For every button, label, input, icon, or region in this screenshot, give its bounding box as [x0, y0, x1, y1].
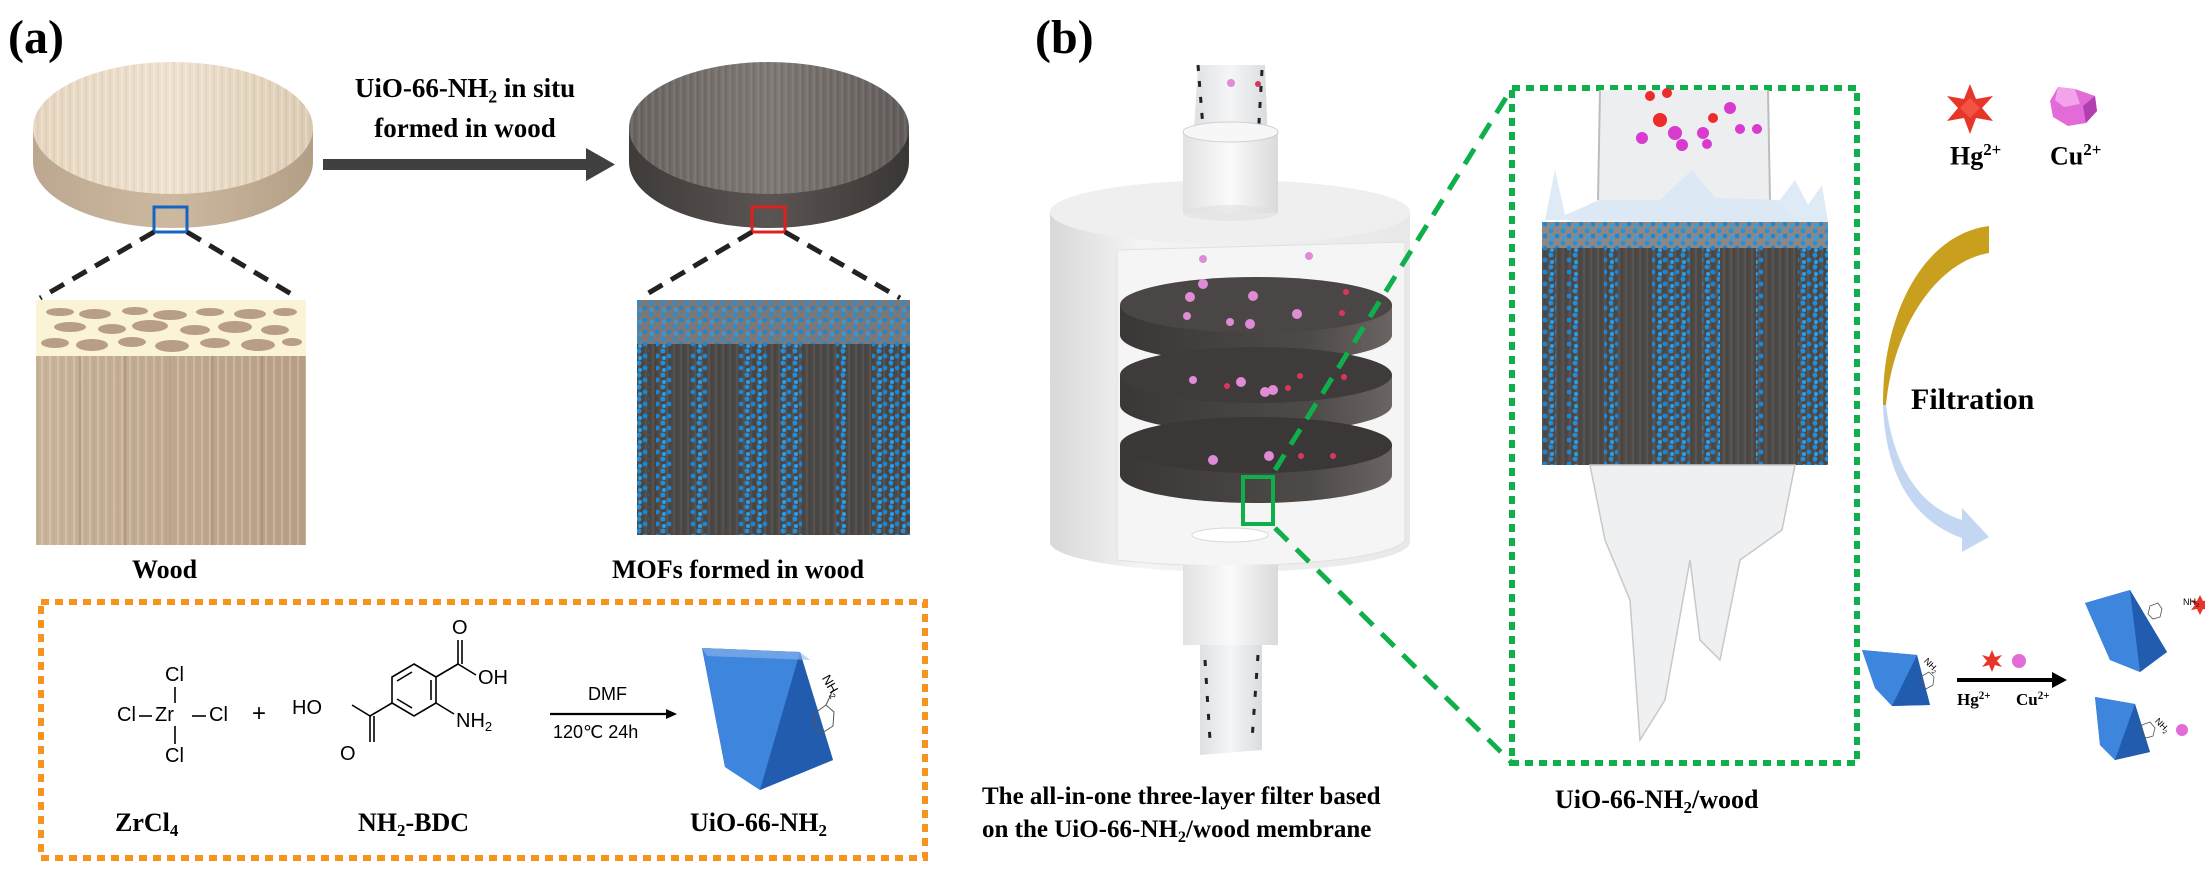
bdc-o-bottom: O — [340, 743, 356, 765]
nh2-bdc-name: NH2-BDC — [358, 808, 470, 841]
membrane-detail-box — [1509, 85, 1860, 766]
membrane-detail — [1542, 88, 1828, 743]
zrcl4-cl-right: Cl — [209, 704, 228, 726]
filter-caption: The all-in-one three-layer filter based … — [982, 780, 1381, 854]
synthesis-arrow — [550, 709, 677, 719]
bdc-oh-top: OH — [478, 667, 508, 689]
adsorption-hg-label: Hg2+ — [1957, 690, 1991, 710]
mof-zoom-marker — [750, 205, 787, 234]
mof-wood-disk — [629, 62, 909, 228]
bdc-nh2: NH2 — [456, 710, 493, 734]
membrane-zoom-lines — [1272, 86, 1515, 765]
filter-caption-line2: on the UiO-66-NH2/wood membrane — [982, 816, 1372, 846]
membrane-label: UiO-66-NH2/wood — [1555, 785, 1759, 818]
wood-block — [36, 300, 306, 545]
filter-housing — [1050, 64, 1410, 755]
zrcl4-cl-top: Cl — [165, 664, 184, 686]
legend-cu-label: Cu2+ — [2050, 140, 2102, 171]
adsorption-scheme — [1862, 590, 2205, 760]
mof-block — [637, 300, 910, 535]
hg-star-icon — [1947, 84, 1993, 134]
bdc-o-top: O — [452, 617, 468, 639]
adsorption-cu-label: Cu2+ — [2016, 690, 2050, 710]
wood-label: Wood — [132, 555, 198, 584]
wood-zoom-lines — [38, 229, 300, 301]
panel-b-label: (b) — [1035, 11, 1094, 64]
transformation-arrow — [323, 148, 615, 181]
filtration-arrow — [1882, 226, 1989, 552]
cu-polyhedron-icon — [2050, 87, 2097, 126]
mof-wood-label: MOFs formed in wood — [612, 555, 865, 584]
solvent-label: DMF — [588, 684, 627, 704]
wood-disk — [33, 62, 313, 228]
synthesis-step-caption: UiO-66-NH2 in situ formed in wood — [345, 72, 585, 144]
zrcl4-zr: Zr — [155, 704, 174, 726]
wood-zoom-marker — [152, 205, 189, 234]
bdc-ho-left: HO — [292, 697, 322, 719]
legend-hg-label: Hg2+ — [1950, 140, 2002, 171]
synthesis-caption-line2: formed in wood — [374, 113, 556, 144]
panel-a-label: (a) — [8, 11, 64, 64]
mof-zoom-lines — [638, 229, 902, 301]
plus-sign: + — [252, 700, 267, 727]
zrcl4-name: ZrCl4 — [115, 808, 179, 841]
zrcl4-cl-bottom: Cl — [165, 745, 184, 767]
uio-66-nh2-crystal — [702, 648, 835, 790]
membrane-zoom-marker — [1241, 475, 1275, 526]
adsorbed-hg-nh2: NH2 — [2183, 597, 2200, 609]
synthesis-caption-line1: UiO-66-NH2 in situ — [354, 73, 576, 107]
zrcl4-structure — [139, 687, 206, 744]
filter-caption-line1: The all-in-one three-layer filter based — [982, 783, 1381, 810]
reaction-scheme-box — [38, 599, 928, 861]
filtration-label: Filtration — [1911, 383, 2035, 416]
zrcl4-cl-left: Cl — [117, 704, 136, 726]
nh2-bdc-structure — [351, 640, 477, 742]
uio-66-nh2-name: UiO-66-NH2 — [690, 808, 827, 841]
temperature-time-label: 120℃ 24h — [553, 722, 639, 742]
filter-ion-particles — [1183, 79, 1349, 465]
